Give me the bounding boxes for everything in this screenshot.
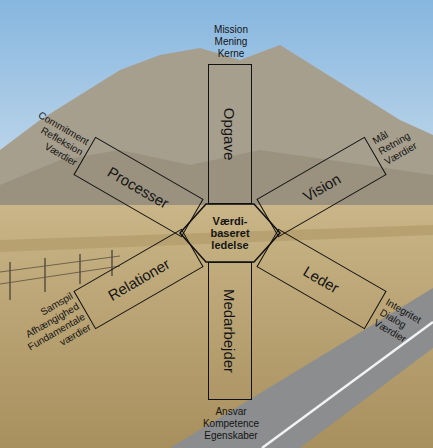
spoke-label: Vision (299, 170, 343, 205)
spoke-label: Processer (105, 163, 172, 211)
outer-keywords: Ansvar Kompetence Egenskaber (203, 406, 259, 442)
spoke-box: VisionMål Retning Værdier (256, 137, 386, 238)
outer-keywords: Mission Mening Kerne (214, 24, 248, 60)
spoke-box: MedarbejderAnsvar Kompetence Egenskaber (208, 262, 252, 400)
hexagon-shape (180, 204, 280, 262)
outer-keywords: Mål Retning Værdier (370, 119, 419, 168)
spoke-box: RelationerSamspil Afhængighed Fundamenta… (74, 228, 204, 329)
spoke-label: Leder (300, 262, 342, 296)
spoke-label: Relationer (105, 254, 173, 303)
spoke-box: OpgaveMission Mening Kerne (208, 64, 252, 204)
spoke-label: Medarbejder (222, 289, 239, 373)
outer-keywords: Commitment Refleksion Værdier (24, 110, 91, 170)
spoke-box: ProcesserCommitment Refleksion Værdier (74, 137, 204, 238)
outer-keywords: Samspil Afhængighed Fundamentale værdier (14, 290, 93, 364)
outer-keywords: Integritet Dialog Værdier (371, 296, 423, 347)
center-label: Værdi- baseret ledelse (210, 215, 249, 251)
spoke-box: LederIntegritet Dialog Værdier (256, 228, 386, 329)
spoke-label: Opgave (222, 108, 239, 161)
center-hexagon: Værdi- baseret ledelse (180, 204, 280, 262)
